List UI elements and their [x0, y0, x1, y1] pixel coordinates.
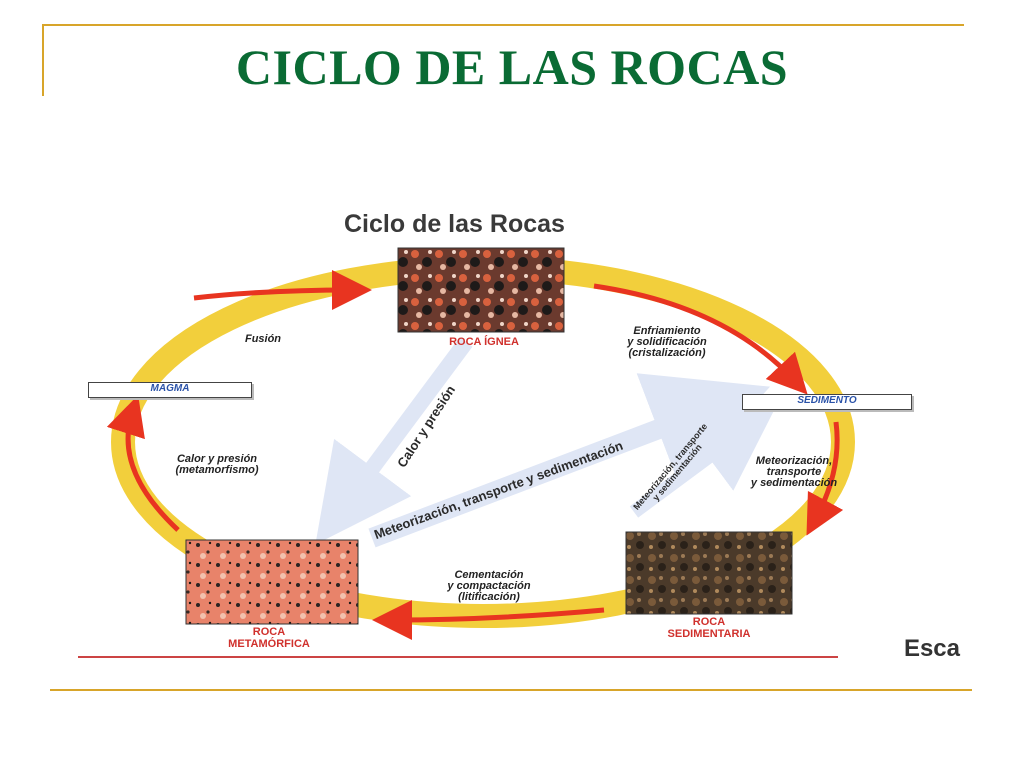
- metamorphic-label-line1: ROCA: [252, 626, 286, 638]
- weathering-arrow: [806, 421, 844, 536]
- metamorphic-label-line2: METAMÓRFICA: [228, 638, 310, 650]
- metamorphism-label: Calor y presión (metamorfismo): [142, 454, 292, 476]
- heat-pressure-diag-arrow: [315, 337, 473, 545]
- sedimentary-rock-photo: [625, 531, 793, 615]
- weathering-line1: Meteorización,: [755, 455, 833, 467]
- cementation-line3: (litificación): [458, 591, 520, 603]
- weathering-small-diag-arrow: [629, 407, 776, 518]
- sediment-box: SEDIMENTO: [742, 394, 912, 410]
- cooling-line3: (cristalización): [628, 347, 706, 359]
- cementation-line1: Cementación: [454, 569, 524, 581]
- cooling-line2: y solidificación: [627, 336, 707, 348]
- cooling-arrow: [593, 283, 808, 395]
- fusion-label: Fusión: [244, 333, 282, 345]
- igneous-rock-photo: [397, 247, 565, 333]
- magma-box: MAGMA: [88, 382, 252, 398]
- weathering-line2: transporte: [766, 466, 822, 478]
- metamorphic-rock-label: ROCA METAMÓRFICA: [194, 626, 344, 650]
- figure-title: Ciclo de las Rocas: [344, 210, 565, 238]
- figure-footer-fragment: Esca: [903, 635, 960, 662]
- metamorphic-rock-photo: [185, 539, 359, 625]
- metamorphism-arrow: [106, 394, 180, 532]
- cementation-line2: y compactación: [447, 580, 531, 592]
- weathering-label: Meteorización, transporte y sedimentació…: [714, 456, 874, 489]
- rock-cycle-figure: Ciclo de las Rocas ROCA ÍGNEA ROCA SEDIM…: [74, 200, 960, 662]
- bottom-rule: [50, 689, 972, 691]
- sedimentary-label-line2: SEDIMENTARIA: [667, 628, 751, 640]
- metamorphism-line2: (metamorfismo): [175, 464, 259, 476]
- sedimentary-rock-label: ROCA SEDIMENTARIA: [634, 616, 784, 640]
- igneous-rock-label: ROCA ÍGNEA: [449, 336, 519, 348]
- metamorphism-line1: Calor y presión: [176, 453, 258, 465]
- cycle-graphic: [106, 247, 855, 640]
- sedimentary-label-line1: ROCA: [692, 616, 726, 628]
- top-rule: [42, 24, 964, 26]
- weathering-diag-arrow: [368, 373, 771, 548]
- weathering-line3: y sedimentación: [750, 477, 838, 489]
- cooling-label: Enfriamiento y solidificación (cristaliz…: [592, 326, 742, 359]
- left-rule: [42, 24, 44, 96]
- fusion-arrow: [193, 270, 372, 311]
- slide-title: CICLO DE LAS ROCAS: [235, 39, 789, 95]
- cementation-label: Cementación y compactación (litificación…: [414, 570, 564, 603]
- figure-bottom-rule: [78, 656, 838, 658]
- cooling-line1: Enfriamiento: [633, 325, 701, 337]
- cementation-arrow: [372, 599, 605, 640]
